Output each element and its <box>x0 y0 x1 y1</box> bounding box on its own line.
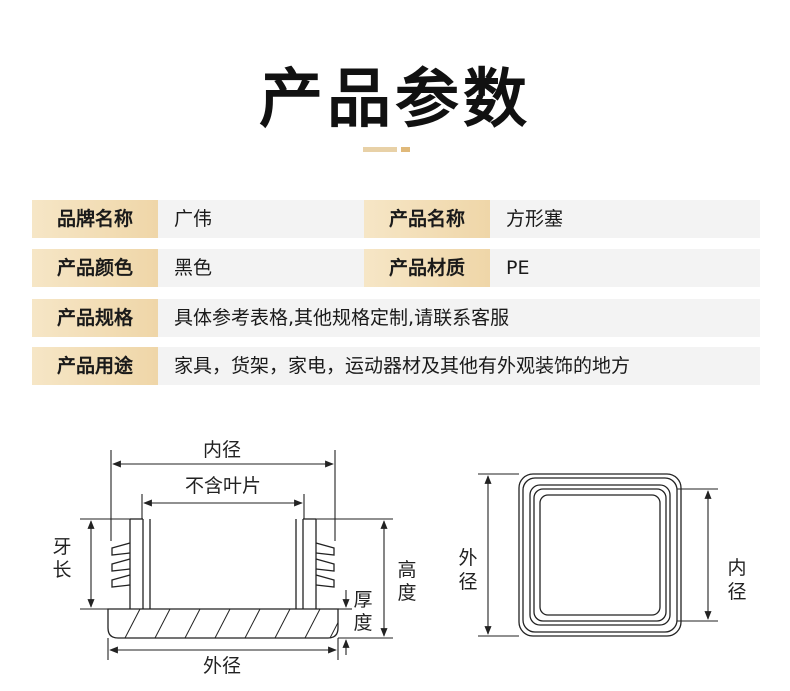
product-name-value: 方形塞 <box>506 208 564 230</box>
top-view-dimensions <box>478 473 718 637</box>
side-view-dimensions <box>80 450 393 660</box>
fin-length-label-2: 长 <box>52 559 71 581</box>
thickness-label-1: 厚 <box>353 589 372 611</box>
height-label-1: 高 <box>397 559 416 581</box>
spec-row-spec: 产品规格 具体参考表格,其他规格定制,请联系客服 <box>32 299 760 337</box>
usage-label: 产品用途 <box>32 347 158 385</box>
height-label-2: 度 <box>397 582 416 604</box>
spec-row-color: 产品颜色 黑色 产品材质 PE <box>32 249 760 287</box>
material-label: 产品材质 <box>364 249 490 287</box>
outer-diameter-vertical-2: 径 <box>458 571 477 593</box>
spec-row-brand: 品牌名称 广伟 产品名称 方形塞 <box>32 200 760 238</box>
title-underline <box>363 147 397 152</box>
usage-value: 家具，货架，家电，运动器材及其他有外观装饰的地方 <box>174 355 631 377</box>
inner-diameter-label: 内径 <box>203 439 241 461</box>
color-label: 产品颜色 <box>32 249 158 287</box>
spec-row-usage: 产品用途 家具，货架，家电，运动器材及其他有外观装饰的地方 <box>32 347 760 385</box>
brand-label: 品牌名称 <box>32 200 158 238</box>
side-view-drawing <box>107 518 339 639</box>
product-name-label: 产品名称 <box>364 200 490 238</box>
page-title: 产品参数 <box>259 63 531 137</box>
outer-diameter-label: 外径 <box>203 655 241 677</box>
spec-label: 产品规格 <box>32 299 158 337</box>
spec-value: 具体参考表格,其他规格定制,请联系客服 <box>174 307 510 329</box>
top-view-drawing <box>518 473 682 637</box>
title-underline-accent <box>401 147 410 152</box>
thickness-label-2: 度 <box>353 612 372 634</box>
inner-diameter-vertical-2: 径 <box>727 581 746 603</box>
material-value: PE <box>506 257 530 279</box>
without-fins-label: 不含叶片 <box>185 475 261 497</box>
brand-value: 广伟 <box>174 208 213 230</box>
fin-length-label-1: 牙 <box>52 536 71 558</box>
color-value: 黑色 <box>174 257 213 279</box>
outer-diameter-vertical-1: 外 <box>458 547 477 569</box>
inner-diameter-vertical-1: 内 <box>727 557 746 579</box>
